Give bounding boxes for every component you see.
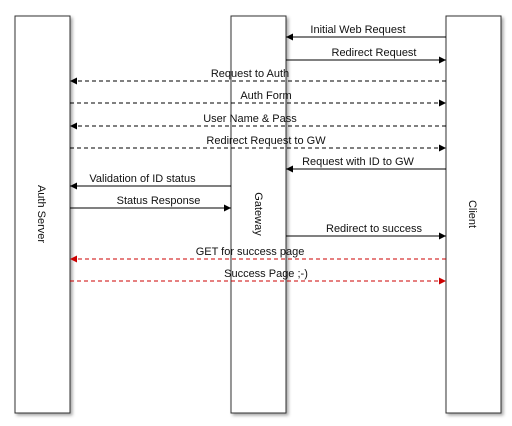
message-label: Request with ID to GW <box>302 156 414 168</box>
participant-label-gateway: Gateway <box>252 192 264 236</box>
lane-box-auth-server <box>14 15 71 414</box>
message-2: Redirect Request <box>286 47 446 64</box>
message-label: Redirect Request <box>332 47 417 59</box>
message-label: Auth Form <box>240 90 291 102</box>
message-label: Validation of ID status <box>89 173 196 185</box>
message-9: Status Response <box>70 195 231 212</box>
message-label: GET for success page <box>196 246 305 258</box>
message-6: Redirect Request to GW <box>70 135 446 152</box>
message-1: Initial Web Request <box>286 24 446 41</box>
message-8: Validation of ID status <box>70 173 231 190</box>
participant-label-auth-server: Auth Server <box>35 185 47 243</box>
message-label: Initial Web Request <box>310 24 405 36</box>
message-10: Redirect to success <box>286 223 446 240</box>
message-5: User Name & Pass <box>70 113 446 130</box>
message-4: Auth Form <box>70 90 446 107</box>
message-label: Request to Auth <box>211 68 289 80</box>
message-12: Success Page ;-) <box>70 268 446 285</box>
lane-client: Client <box>445 15 502 414</box>
message-11: GET for success page <box>70 246 446 263</box>
message-3: Request to Auth <box>70 68 446 85</box>
lane-gateway: Gateway <box>230 15 287 414</box>
message-7: Request with ID to GW <box>286 156 446 173</box>
message-label: Success Page ;-) <box>224 268 308 280</box>
participant-label-client: Client <box>466 200 478 228</box>
lane-box-client <box>445 15 502 414</box>
lane-auth-server: Auth Server <box>14 15 71 414</box>
message-label: Status Response <box>117 195 201 207</box>
message-label: User Name & Pass <box>203 113 297 125</box>
message-label: Redirect Request to GW <box>206 135 326 147</box>
message-label: Redirect to success <box>326 223 422 235</box>
lane-box-gateway <box>230 15 287 414</box>
